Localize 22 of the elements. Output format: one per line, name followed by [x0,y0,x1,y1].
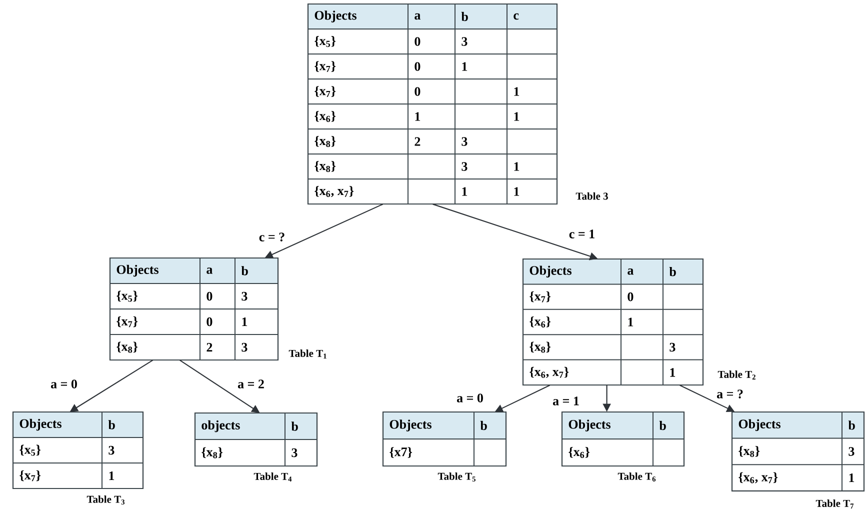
edge-label: a = ? [716,390,743,398]
table-caption: Table T$_{3}$ [86,496,124,505]
data-table: Objects a b c {x$_{5}$} 0 3 {x$_{7}$} 0 1 {x$_{7}$} 0 1 {x$_{6}$} 1 1 {x$_{8}$} 2 3 {x$_{8}$} 3 1 {x$_{6}$, x$_{7}$} 1 1 [307,3,558,205]
edge-label: a = 0 [50,380,77,388]
data-table: objects b {x$_{8}$} 3 [194,412,318,467]
table-caption: Table T$_{1}$ [288,350,326,358]
data-table: Objects b {x$_{5}$} 3 {x$_{7}$} 1 [12,411,144,490]
data-table: Objects b {x$_{8}$} 3 {x$_{6}$, x$_{7}$} 1 [731,411,865,492]
edge-label: c = ? [259,232,284,242]
edge-label: a = 1 [552,396,579,406]
edge-label: a = 0 [456,394,483,402]
table-caption: Table T$_{6}$ [618,472,656,482]
data-table: Objects b {x$_{6}$} [561,411,685,467]
table-caption: Table T$_{4}$ [254,472,292,482]
table-caption: Table T$_{5}$ [438,472,476,482]
table-caption: Table 3 [576,192,608,200]
edge-label: a = 2 [238,380,264,388]
table-caption: Table T$_{7}$ [816,500,854,508]
table-caption: Table T$_{2}$ [718,370,756,380]
edge-label: c = 1 [569,230,594,238]
data-table: Objects a b {x$_{5}$} 0 3 {x$_{7}$} 0 1 {x$_{8}$} 2 3 [109,257,279,361]
data-table: Objects b {x7} [382,411,507,467]
